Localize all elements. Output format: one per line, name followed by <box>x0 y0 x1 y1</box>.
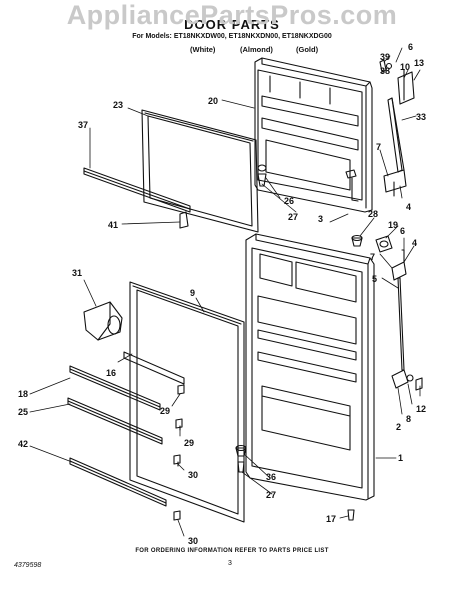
fresh-food-door <box>245 233 375 501</box>
color-almond: (Almond) <box>240 45 273 54</box>
callout-9: 9 <box>190 288 195 298</box>
color-white: (White) <box>190 45 216 54</box>
callout-4-top: 4 <box>406 202 411 212</box>
callout-27-bottom: 27 <box>266 490 276 500</box>
callout-38: 38 <box>380 66 390 76</box>
callout-26: 26 <box>284 196 294 206</box>
ordering-footer: FOR ORDERING INFORMATION REFER TO PARTS … <box>135 548 329 554</box>
callout-1: 1 <box>398 453 403 463</box>
callout-5: 5 <box>372 274 377 284</box>
callout-27-top: 27 <box>288 212 298 222</box>
callout-19: 20 <box>208 96 218 106</box>
models-line: For Models: ET18NKXDW00, ET18NKXDN00, ET… <box>132 33 332 40</box>
callout-7-top: 7 <box>376 142 381 152</box>
leader-lines <box>29 47 421 537</box>
callout-6-top: 6 <box>408 42 413 52</box>
callout-6-mid: 6 <box>400 226 405 236</box>
callout-31: 31 <box>72 268 82 278</box>
hardware <box>235 164 363 521</box>
color-gold: (Gold) <box>296 45 319 54</box>
breaker-strip-18 <box>69 365 161 411</box>
callout-29-b: 29 <box>184 438 194 448</box>
callout-16: 16 <box>106 368 116 378</box>
callout-labels: 20 23 37 41 26 27 3 28 39 38 6 10 13 33 … <box>18 42 426 546</box>
callout-30-b: 30 <box>188 536 198 546</box>
diagram-title: DOOR PARTS <box>184 17 280 32</box>
freezer-breaker-strip <box>83 167 191 229</box>
callout-42: 42 <box>18 439 28 449</box>
breaker-strip-16 <box>123 351 185 385</box>
callout-10: 10 <box>400 62 410 72</box>
freezer-door <box>254 57 373 213</box>
fresh-food-gasket <box>129 281 245 523</box>
callout-25: 25 <box>18 407 28 417</box>
callout-39: 39 <box>380 52 390 62</box>
callout-28: 28 <box>368 209 378 219</box>
breaker-strip-42 <box>69 457 167 507</box>
callout-18: 18 <box>18 389 28 399</box>
breaker-strip-25 <box>67 397 163 445</box>
callout-12: 12 <box>416 404 426 414</box>
middle-hinge-assembly <box>375 235 407 371</box>
callout-2: 2 <box>396 422 401 432</box>
callout-23: 23 <box>113 100 123 110</box>
callout-20: 19 <box>388 220 398 230</box>
callout-33: 33 <box>416 112 426 122</box>
callout-13: 13 <box>414 58 424 68</box>
callout-7-mid: 7 <box>370 252 375 262</box>
callout-8: 8 <box>406 414 411 424</box>
callout-36: 36 <box>266 472 276 482</box>
top-hinge-assembly <box>379 59 415 197</box>
freezer-gasket <box>141 109 259 233</box>
bottom-hinge-assembly <box>391 369 423 391</box>
callout-4-mid: 4 <box>412 238 417 248</box>
utility-bin <box>83 301 123 341</box>
document-part-number: 4379598 <box>14 562 42 569</box>
callout-30-a: 30 <box>188 470 198 480</box>
page-number: 3 <box>228 560 232 567</box>
callout-29-a: 29 <box>160 406 170 416</box>
callout-17: 17 <box>326 514 336 524</box>
callout-3: 3 <box>318 214 323 224</box>
callout-41: 41 <box>108 220 118 230</box>
callout-37: 37 <box>78 120 88 130</box>
